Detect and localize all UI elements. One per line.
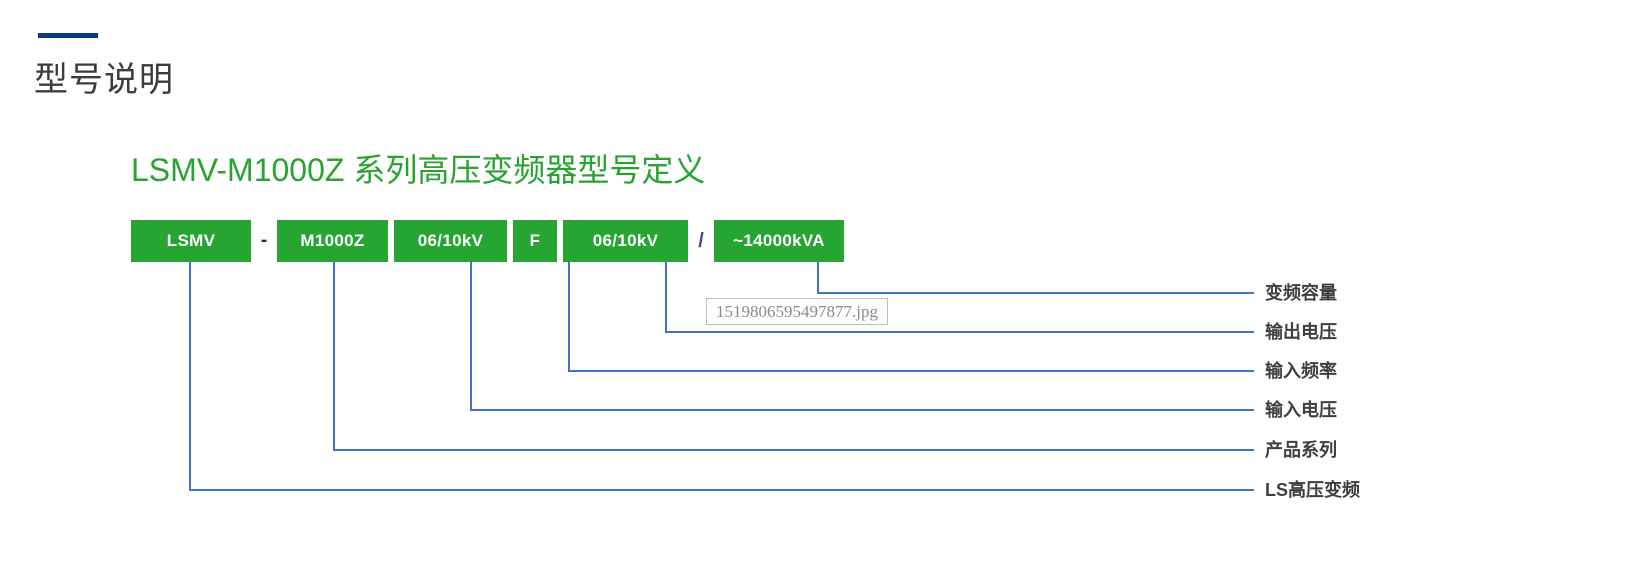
code-box-input-voltage: 06/10kV xyxy=(394,220,507,262)
leader-line-capacity xyxy=(817,262,1254,294)
code-box-series: M1000Z xyxy=(277,220,388,262)
code-box-output-voltage: 06/10kV xyxy=(563,220,688,262)
code-box-capacity: ~14000kVA xyxy=(714,220,844,262)
leader-line-brand xyxy=(189,262,1254,491)
image-filename-tooltip: 1519806595497877.jpg xyxy=(706,298,888,325)
code-box-lsmv: LSMV xyxy=(131,220,251,262)
model-code-row: LSMV - M1000Z 06/10kV F 06/10kV / ~14000… xyxy=(131,220,844,262)
page-title: 型号说明 xyxy=(34,61,174,99)
legend-label-capacity: 变频容量 xyxy=(1265,283,1337,303)
section-accent-bar xyxy=(38,33,98,38)
leader-line-input-voltage xyxy=(470,262,1254,411)
legend-label-output-voltage: 输出电压 xyxy=(1265,322,1337,342)
legend-label-input-frequency: 输入频率 xyxy=(1265,361,1337,381)
leader-line-product-series xyxy=(333,262,1254,451)
leader-line-input-frequency xyxy=(568,262,1254,372)
code-box-input-frequency: F xyxy=(513,220,557,262)
legend-label-brand: LS高压变频 xyxy=(1265,480,1361,500)
legend-label-product-series: 产品系列 xyxy=(1265,440,1337,460)
code-separator-dash: - xyxy=(260,230,268,251)
code-separator-slash: / xyxy=(698,229,704,252)
legend-label-input-voltage: 输入电压 xyxy=(1265,400,1337,420)
diagram-title: LSMV-M1000Z 系列高压变频器型号定义 xyxy=(131,152,706,188)
